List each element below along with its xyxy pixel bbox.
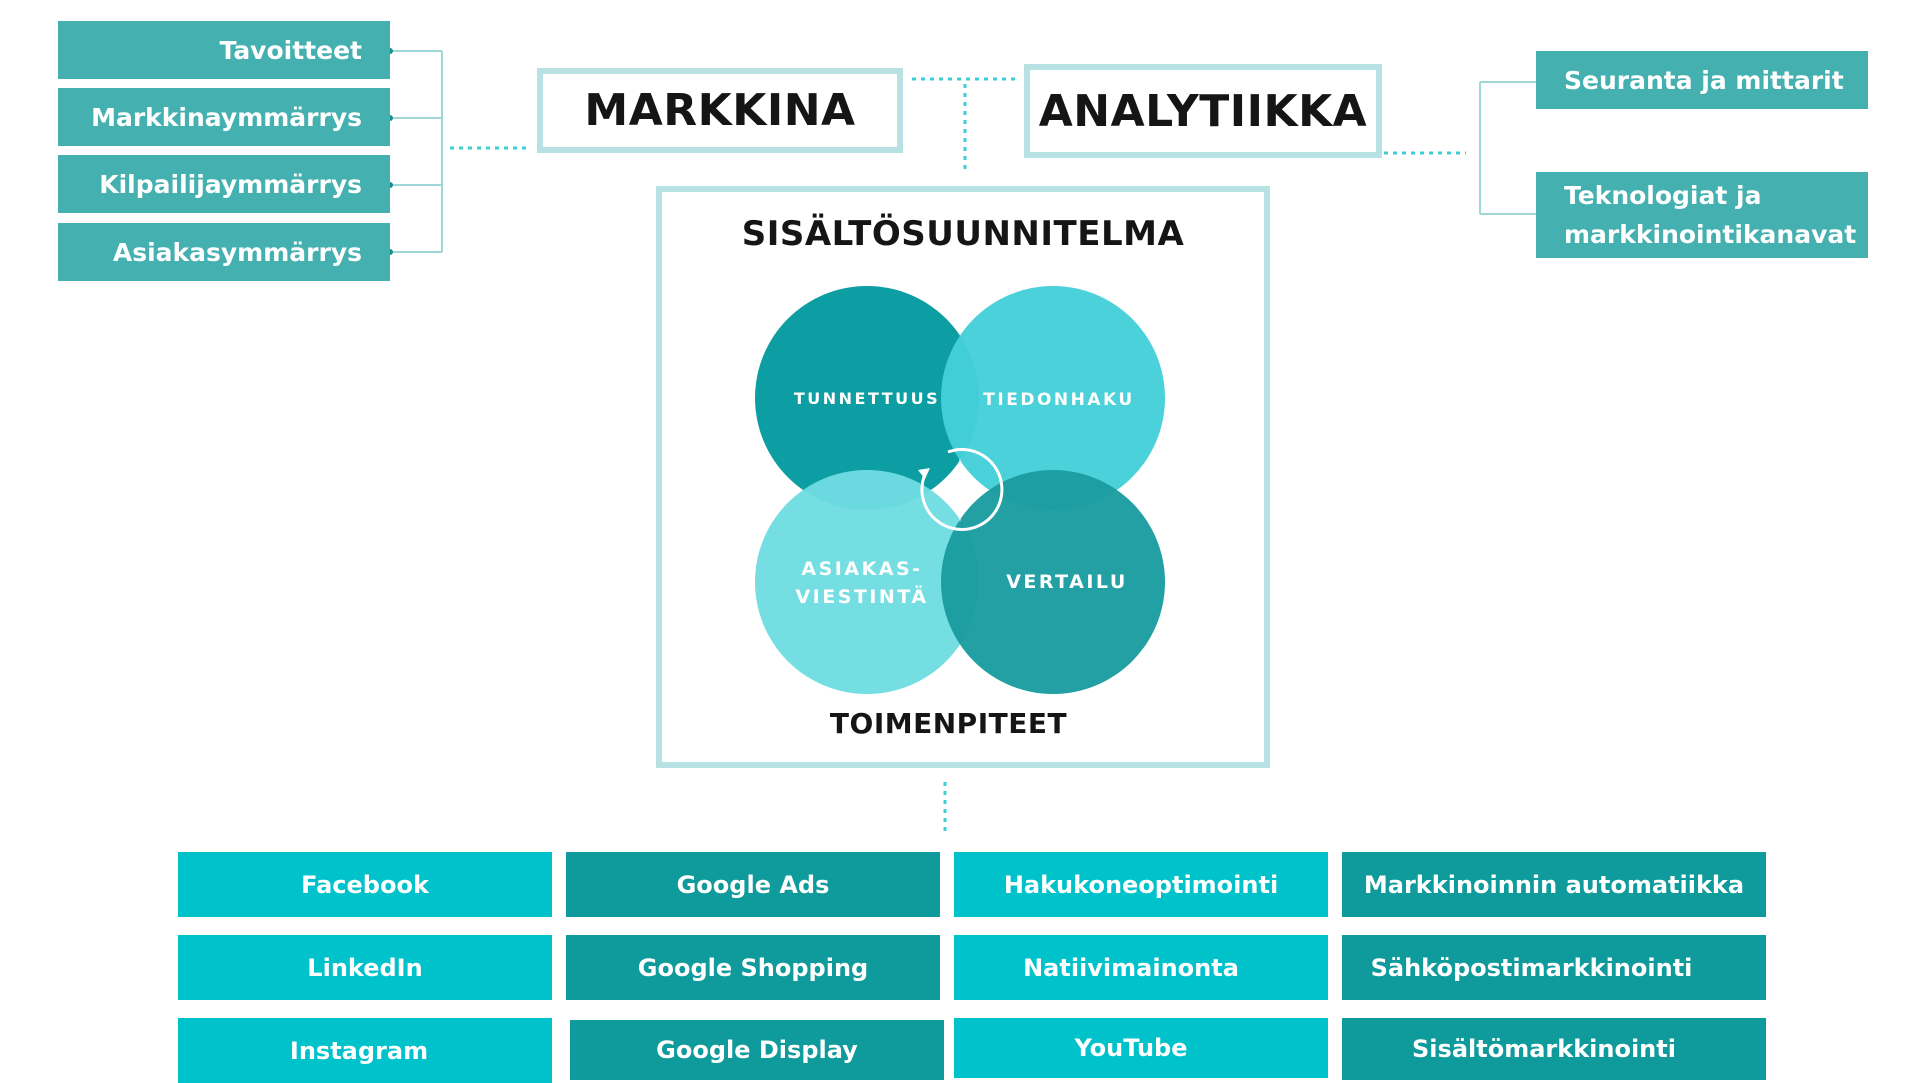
markkina-title: MARKKINA [584, 85, 856, 136]
analytiikka-box: ANALYTIIKKA [1024, 64, 1382, 158]
toimenpiteet-title: TOIMENPITEET [829, 707, 1068, 740]
channel-instagram: Instagram [178, 1018, 552, 1083]
dotted-links [450, 77, 1466, 834]
tag-label: Asiakasymmärrys [112, 237, 362, 267]
right-bracket [1479, 81, 1540, 215]
markkina-box: MARKKINA [537, 68, 903, 153]
tag-asiakasymmarrys: Asiakasymmärrys [58, 223, 390, 281]
label-tiedonhaku: TIEDONHAKU [983, 390, 1134, 410]
tag-label: Kilpailijaymmärrys [99, 169, 362, 199]
tag-label: Tavoitteet [219, 35, 362, 65]
channel-natiivimainonta: Natiivimainonta [954, 935, 1328, 1000]
channel-sahkopostimarkkinointi: Sähköpostimarkkinointi [1342, 935, 1766, 1000]
circle-tunnettuus [755, 286, 979, 510]
circle-vertailu [941, 470, 1165, 694]
tag-teknologiat: Teknologiat ja markkinointikanavat [1536, 172, 1868, 258]
label-tunnettuus: TUNNETTUUS [794, 389, 940, 408]
content-plan-title: SISÄLTÖSUUNNITELMA [741, 214, 1185, 254]
label-vertailu: VERTAILU [1006, 571, 1128, 593]
channel-google-display: Google Display [570, 1020, 944, 1080]
channel-facebook: Facebook [178, 852, 552, 917]
analytiikka-title: ANALYTIIKKA [1038, 85, 1368, 137]
tag-markkinaymmarrys: Markkinaymmärrys [58, 88, 390, 146]
circle-tiedonhaku [941, 286, 1165, 510]
tag-label: Seuranta ja mittarit [1564, 65, 1844, 95]
tag-seuranta: Seuranta ja mittarit [1536, 51, 1868, 109]
channel-linkedin: LinkedIn [178, 935, 552, 1000]
tag-label: Teknologiat ja markkinointikanavat [1564, 181, 1857, 249]
left-bracket [390, 50, 443, 253]
channel-youtube: YouTube [954, 1018, 1328, 1078]
channel-google-shopping: Google Shopping [566, 935, 940, 1000]
label-asiakas-line2: VIESTINTÄ [795, 584, 928, 608]
circle-asiakasviestinta [755, 470, 979, 694]
channel-sisaltomarkkinointi: Sisältömarkkinointi [1342, 1018, 1766, 1080]
channel-hakukoneoptimointi: Hakukoneoptimointi [954, 852, 1328, 917]
tag-tavoitteet: Tavoitteet [58, 21, 390, 79]
cycle-icon [918, 448, 1004, 531]
channel-google-ads: Google Ads [566, 852, 940, 917]
label-asiakas-line1: ASIAKAS- [801, 558, 922, 580]
tag-kilpailijaymmarrys: Kilpailijaymmärrys [58, 155, 390, 213]
channel-markkinoinnin-automatiikka: Markkinoinnin automatiikka [1342, 852, 1766, 917]
tag-label: Markkinaymmärrys [91, 102, 362, 132]
